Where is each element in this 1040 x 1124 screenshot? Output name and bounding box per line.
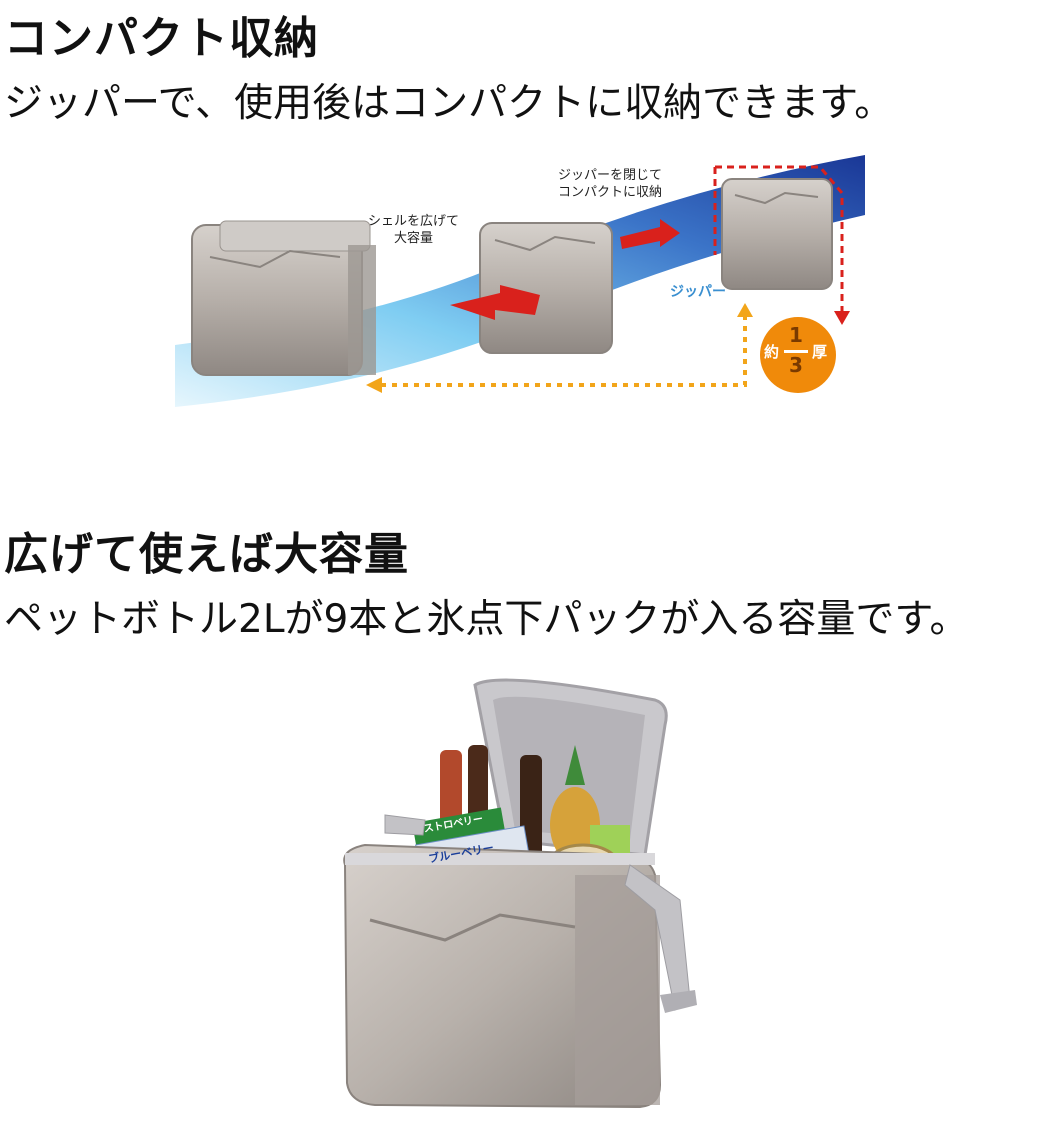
- diagram-graphic: [175, 155, 865, 407]
- compact-storage-diagram: シェルを広げて 大容量 ジッパーを閉じて コンパクトに収納 ジッパー 約 1 3…: [170, 145, 870, 415]
- expand-label-line1: シェルを広げて: [368, 214, 460, 229]
- down-arrow-icon: [834, 311, 850, 325]
- up-arrow-icon: [737, 303, 753, 317]
- badge-prefix: 約: [764, 343, 780, 361]
- expand-label: シェルを広げて 大容量: [368, 213, 459, 247]
- expanded-bag-image: [191, 220, 376, 376]
- badge-numerator: 1: [789, 323, 803, 347]
- cooler-bag-graphic: [343, 678, 697, 1109]
- badge-suffix: 厚: [812, 343, 828, 361]
- badge-denominator: 3: [789, 353, 803, 377]
- section2-title: 広げて使えば大容量: [4, 529, 409, 580]
- section1-subtitle: ジッパーで、使用後はコンパクトに収納できます。: [4, 81, 894, 126]
- compact-label: ジッパーを閉じて コンパクトに収納: [558, 167, 662, 201]
- zipper-label: ジッパー: [670, 284, 726, 300]
- left-arrow-icon: [450, 285, 540, 320]
- zipper-dashed-line: [715, 165, 844, 315]
- right-arrow-icon: [620, 219, 680, 249]
- badge-fraction-bar: [784, 350, 808, 353]
- compact-bag-image: [721, 178, 833, 290]
- compact-label-line2: コンパクトに収納: [558, 185, 663, 200]
- cooler-bag-photo: ブルーベリー ストロベリー: [325, 665, 705, 1120]
- left-orange-arrow-icon: [366, 377, 382, 393]
- badge-text: 約 1 3 厚: [762, 323, 836, 387]
- section2-subtitle: ペットボトル2Lが9本と氷点下パックが入る容量です。: [4, 597, 969, 642]
- section1-title: コンパクト収納: [4, 13, 319, 64]
- thickness-badge: [760, 317, 836, 393]
- return-dotted-arrow: [380, 315, 747, 387]
- compact-label-line1: ジッパーを閉じて: [558, 168, 663, 183]
- middle-bag-image: [479, 222, 613, 354]
- expand-label-line2: 大容量: [394, 231, 434, 246]
